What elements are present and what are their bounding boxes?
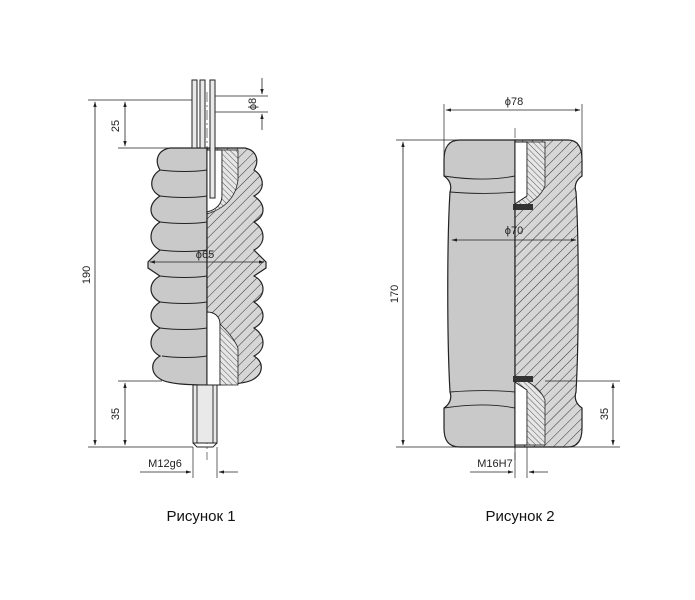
fig1-dim-diameter: ϕ65 — [196, 249, 214, 261]
upper-rod — [191, 79, 216, 199]
lower-fitting-cavity — [206, 311, 221, 386]
fig2-caption: Рисунок 2 — [485, 508, 554, 525]
insulator-body-left — [147, 147, 208, 386]
fig2-dim-outer: ϕ78 — [505, 96, 523, 108]
fig2-thread: M16H7 — [477, 458, 512, 470]
fig2-dim-total: 170 — [389, 285, 401, 303]
top-fitting-collar — [513, 204, 533, 210]
fig2-dim-inner: ϕ70 — [505, 225, 523, 237]
figure-1: 190 25 35 ϕ65 ϕ8 M12g6 Рисунок 1 — [81, 78, 268, 525]
bottom-fitting-collar — [513, 376, 533, 382]
fig1-dim-top: 25 — [110, 120, 122, 132]
fig1-thread: M12g6 — [148, 458, 182, 470]
bottom-fitting-cavity — [514, 381, 528, 446]
fig1-dim-bottom: 35 — [110, 408, 122, 420]
fig1-dim-rod: ϕ8 — [247, 98, 259, 110]
rib-lines — [159, 169, 208, 358]
figure-2: ϕ78 ϕ70 170 35 M16H7 Рисунок 2 — [389, 96, 620, 525]
top-fitting-cavity — [514, 141, 528, 205]
fig2-dim-bottom: 35 — [599, 408, 611, 420]
threaded-stud — [192, 384, 218, 448]
fig1-dim-total: 190 — [81, 266, 93, 284]
fig1-caption: Рисунок 1 — [166, 508, 235, 525]
lower-fitting-cement — [219, 323, 239, 386]
cylinder-body-left — [443, 139, 516, 448]
